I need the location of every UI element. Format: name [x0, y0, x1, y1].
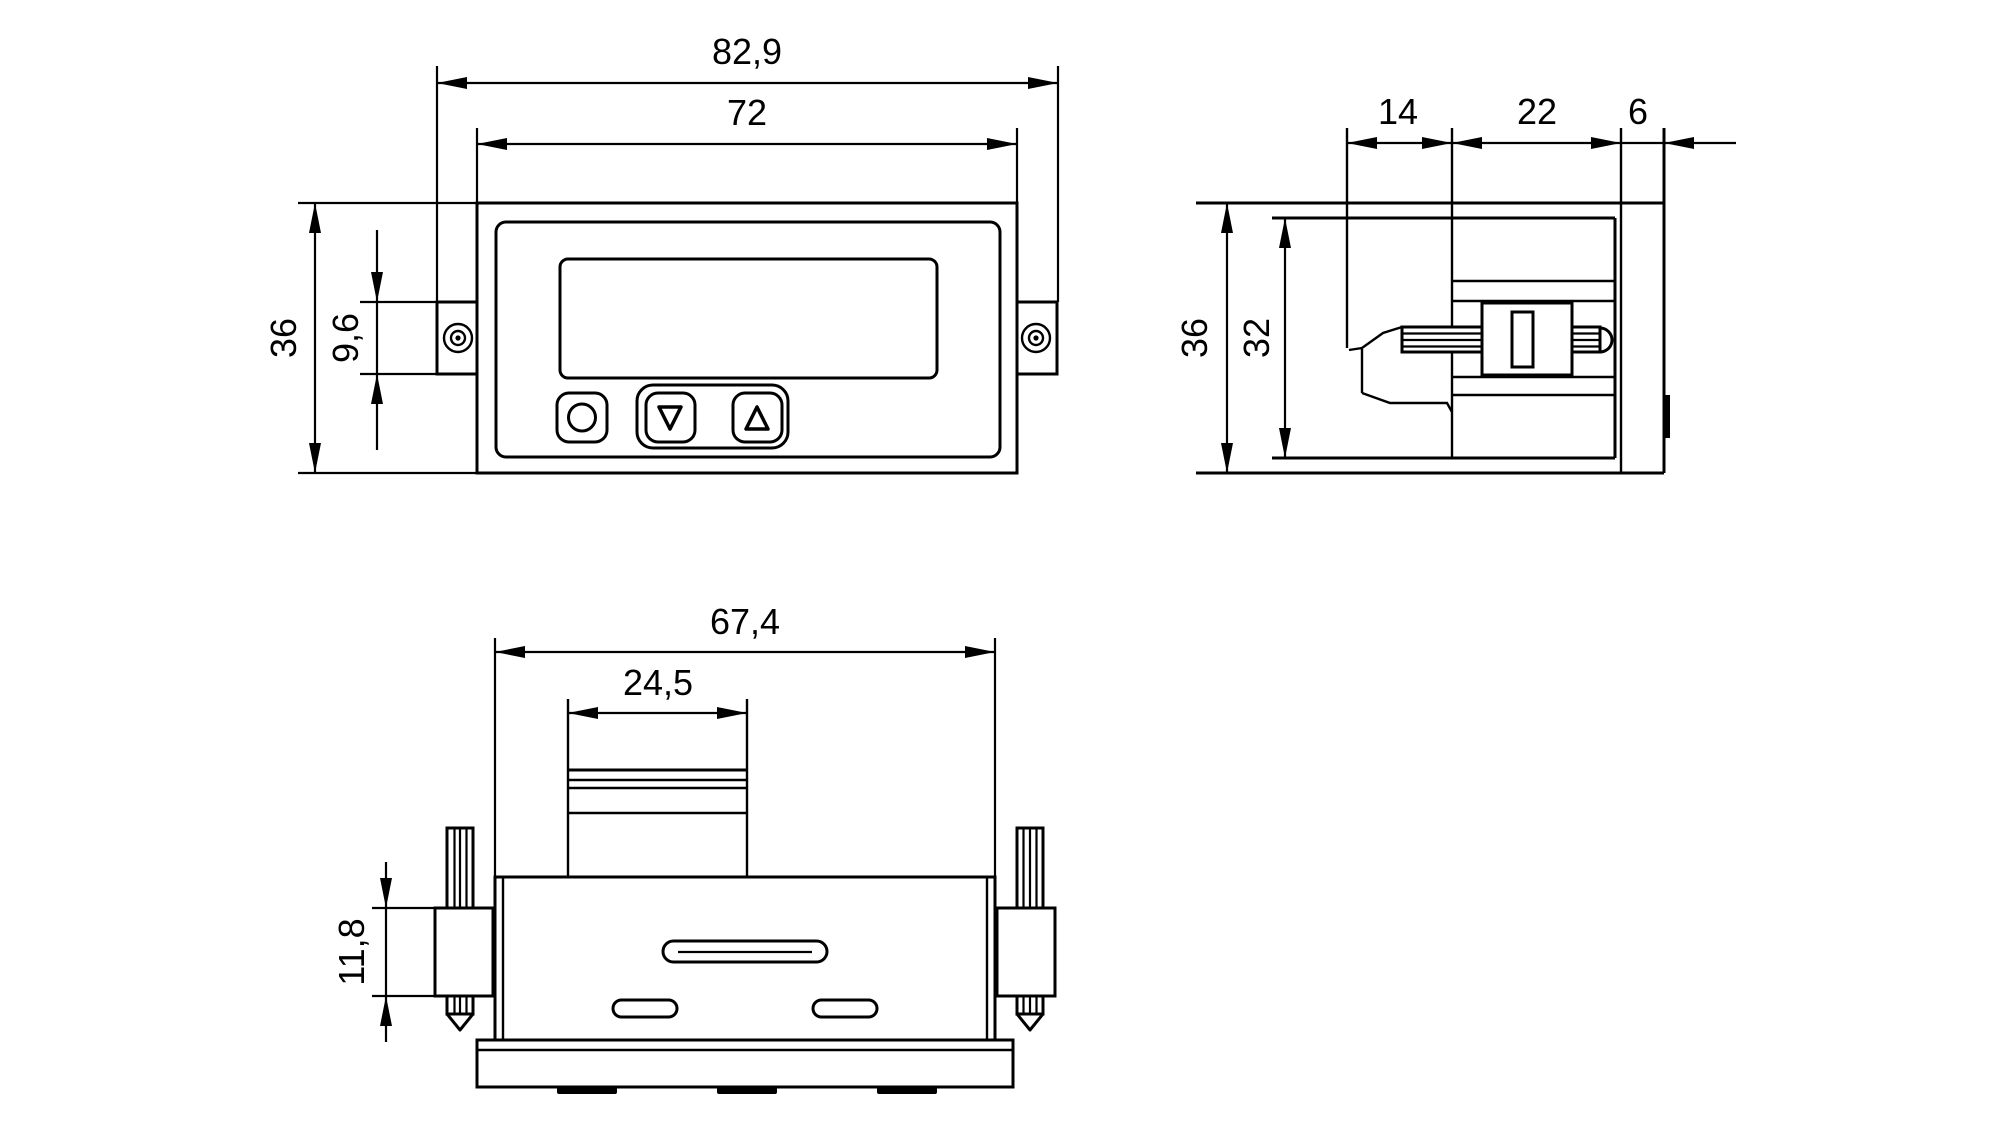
- screw-point: [445, 1012, 475, 1032]
- front-body-width-dimension: 72: [475, 92, 1019, 203]
- bottom-view: 67,4 24,5 11,8: [331, 601, 1057, 1094]
- round-button: [555, 391, 609, 444]
- dim-side-bezel-depth-label: 6: [1628, 91, 1648, 132]
- bottom-terminal-width-dimension: 24,5: [568, 662, 747, 719]
- dim-front-body-width-label: 72: [727, 92, 767, 133]
- side-seal-tab: [1664, 395, 1670, 438]
- round-button-icon: [567, 402, 597, 433]
- left-tab-screw-icon: [442, 322, 474, 354]
- side-depth-dimensions: 14 22 6: [1347, 91, 1736, 149]
- dim-side-body-height-label: 32: [1236, 318, 1277, 358]
- side-view: 14 22 6 36 32: [1174, 91, 1736, 475]
- dim-front-overall-width-label: 82,9: [712, 31, 782, 72]
- bottom-right-clamp-screw: [995, 826, 1057, 1032]
- dim-side-height-label: 36: [1174, 318, 1215, 358]
- side-clamp-screw: [1348, 301, 1614, 413]
- right-tab-screw-icon: [1020, 322, 1052, 354]
- bottom-left-clamp-screw: [433, 826, 495, 1032]
- display-window: [558, 257, 939, 380]
- front-view: 82,9 72 36 9,6: [263, 31, 1060, 475]
- dim-side-mid-depth-label: 22: [1517, 91, 1557, 132]
- dim-front-bracket-height-label: 9,6: [325, 313, 366, 363]
- dim-front-height-label: 36: [263, 318, 304, 358]
- bezel-foot: [717, 1087, 777, 1094]
- bottom-body-width-dimension: 67,4: [493, 601, 997, 877]
- dim-bottom-body-width-label: 67,4: [710, 601, 780, 642]
- small-slot-left: [611, 998, 679, 1019]
- side-height-dimension: 36: [1174, 203, 1233, 473]
- screw-tip-dome: [1598, 326, 1614, 354]
- dim-bottom-clamp-height-label: 11,8: [331, 918, 372, 985]
- front-overall-width-dimension: 82,9: [435, 31, 1060, 302]
- dim-bottom-terminal-width-label: 24,5: [623, 662, 693, 703]
- side-body-height-dimension: 32: [1236, 218, 1291, 458]
- down-triangle-icon: [657, 405, 683, 431]
- bottom-clamp-height-dimension: 11,8: [331, 862, 435, 1042]
- bottom-bezel: [475, 1038, 1015, 1089]
- up-triangle-icon: [744, 405, 770, 431]
- small-slot-right: [811, 998, 879, 1019]
- up-button: [731, 391, 784, 444]
- down-button: [644, 391, 697, 444]
- bezel-foot: [557, 1087, 617, 1094]
- front-height-dimension: 36: [263, 201, 480, 475]
- front-bracket-height-dimension: 9,6: [325, 230, 437, 450]
- bezel-foot: [877, 1087, 937, 1094]
- dim-side-rear-depth-label: 14: [1378, 91, 1418, 132]
- screw-point: [1015, 1012, 1045, 1032]
